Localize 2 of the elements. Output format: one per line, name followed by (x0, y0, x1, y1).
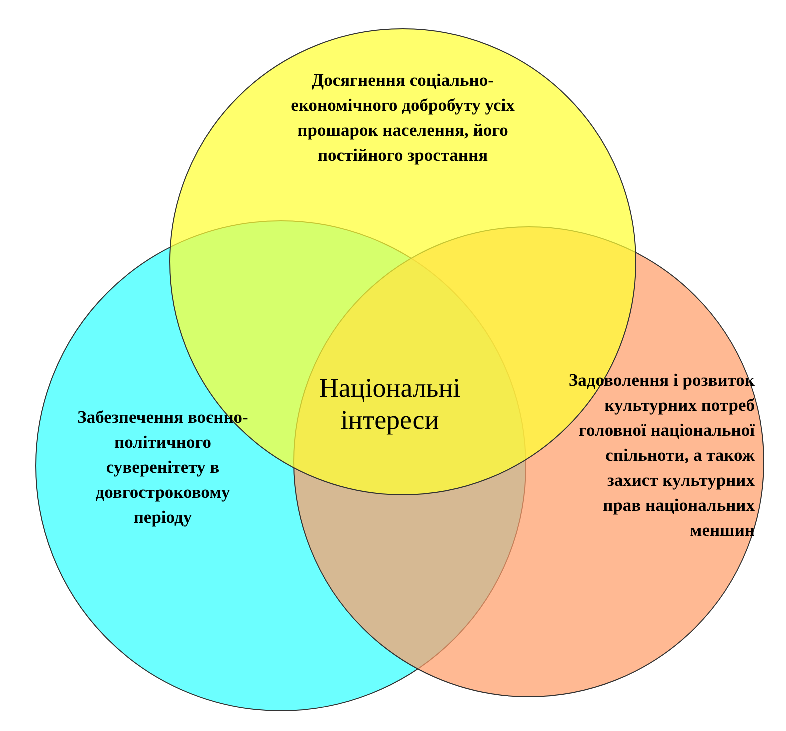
center-label: Національні інтереси (318, 372, 462, 436)
circle-text: Досягнення соціально-економічного добробуту усіх прошарок населення, його постійного зростання (290, 69, 516, 167)
